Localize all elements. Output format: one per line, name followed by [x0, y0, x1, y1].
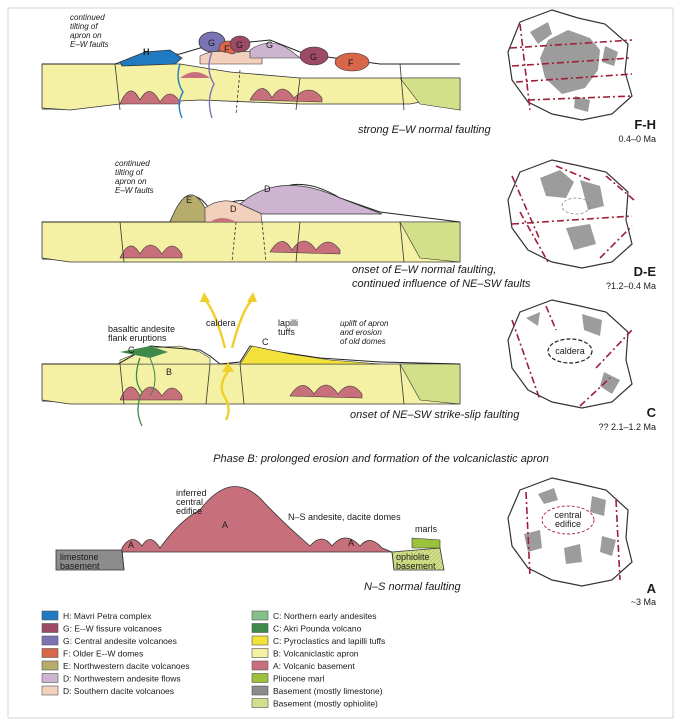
- unit-label: D: [230, 204, 237, 214]
- legend-label: E: Northwestern dacite volcanoes: [63, 661, 190, 671]
- map-a: central edifice: [508, 478, 632, 586]
- note-line: and erosion: [340, 328, 382, 337]
- legend-label: H: Mavri Petra complex: [63, 611, 152, 621]
- panel-code: A: [647, 581, 657, 596]
- note-line: of old domes: [340, 337, 386, 346]
- legend-swatch: [42, 649, 58, 658]
- legend-label: B: Volcaniclastic apron: [273, 649, 359, 659]
- panel-age: 0.4–0 Ma: [618, 134, 656, 144]
- legend-swatch: [42, 674, 58, 683]
- unit-label: E: [186, 195, 192, 205]
- legend-label: D: Southern dacite volcanoes: [63, 686, 174, 696]
- map-caldera-label: caldera: [555, 346, 585, 356]
- legend-swatch: [42, 624, 58, 633]
- note-line: edifice: [176, 506, 202, 516]
- legend-label: G: E--W fissure volcanoes: [63, 624, 162, 634]
- panel-caption: onset of E–W normal faulting,: [352, 264, 496, 276]
- legend-label: C: Akri Pounda volcano: [273, 624, 362, 634]
- legend-label: D: Northwestern andesite flows: [63, 674, 181, 684]
- legend-swatch: [252, 611, 268, 620]
- note-line: continued: [115, 159, 150, 168]
- unit-label: G: [310, 52, 317, 62]
- phase-b-caption: Phase B: prolonged erosion and formation…: [213, 453, 549, 465]
- legend: H: Mavri Petra complex G: E--W fissure vo…: [42, 611, 385, 709]
- panel-caption: strong E–W normal faulting: [358, 124, 492, 136]
- panel-c: C B C caldera basaltic andesite flank er…: [42, 292, 657, 432]
- map-c: caldera: [508, 300, 632, 408]
- legend-swatch: [252, 649, 268, 658]
- panel-a: A A A inferred central edifice N–S andes…: [56, 478, 657, 607]
- legend-swatch: [42, 686, 58, 695]
- marls-note: marls: [415, 524, 437, 534]
- panel-age: ?? 2.1–1.2 Ma: [598, 422, 656, 432]
- legend-swatch: [252, 661, 268, 670]
- panel-de: E D D continued tilting of apron on E–W …: [42, 159, 656, 291]
- unit-label: F: [348, 58, 354, 68]
- legend-label: Basement (mostly ophiolite): [273, 699, 378, 709]
- legend-swatch: [252, 674, 268, 683]
- unit-label: D: [264, 184, 271, 194]
- section-a: A A A inferred central edifice N–S andes…: [56, 486, 444, 571]
- section-de: E D D continued tilting of apron on E–W …: [42, 159, 460, 262]
- legend-label: G: Central andesite volcanoes: [63, 636, 177, 646]
- panel-code: D-E: [634, 264, 657, 279]
- panel-caption: N–S normal faulting: [364, 581, 461, 593]
- legend-swatch: [42, 636, 58, 645]
- panel-caption: continued influence of NE–SW faults: [352, 278, 531, 290]
- panel-code: F-H: [634, 117, 656, 132]
- legend-swatch: [252, 636, 268, 645]
- panel-age: ?1.2–0.4 Ma: [606, 281, 656, 291]
- map-edifice-label: edifice: [555, 519, 581, 529]
- unit-label: G: [266, 40, 273, 50]
- note-line: flank eruptions: [108, 333, 167, 343]
- unit-label: A: [222, 520, 228, 530]
- legend-label: C: Northern early andesites: [273, 611, 376, 621]
- ophiolite-label: basement: [396, 561, 436, 571]
- note-line: apron on: [115, 177, 147, 186]
- note-line: E–W faults: [70, 40, 109, 49]
- panel-code: C: [647, 405, 657, 420]
- legend-swatch: [42, 661, 58, 670]
- note-line: uplift of apron: [340, 319, 389, 328]
- note-line: apron on: [70, 31, 102, 40]
- panel-caption: onset of NE–SW strike-slip faulting: [350, 409, 520, 421]
- legend-swatch: [252, 686, 268, 695]
- unit-label: A: [128, 540, 134, 550]
- unit-label: G: [208, 38, 215, 48]
- unit-label: F: [224, 44, 230, 54]
- section-c: C B C caldera basaltic andesite flank er…: [42, 292, 460, 426]
- legend-swatch: [42, 611, 58, 620]
- section-fh: H G G F G G F continued tilting of apron…: [42, 13, 460, 118]
- unit-label: C: [262, 337, 269, 347]
- legend-label: Basement (mostly limestone): [273, 686, 383, 696]
- note-line: continued: [70, 13, 105, 22]
- limestone-label: basement: [60, 561, 100, 571]
- note-line: tuffs: [278, 327, 295, 337]
- legend-label: C: Pyroclastics and lapilli tuffs: [273, 636, 385, 646]
- caldera-label: caldera: [206, 318, 236, 328]
- legend-label: A: Volcanic basement: [273, 661, 355, 671]
- map-fh: [508, 10, 632, 120]
- note-line: tilting of: [115, 168, 143, 177]
- legend-swatch: [252, 699, 268, 708]
- unit-label: C: [128, 345, 135, 355]
- unit-label: B: [166, 367, 172, 377]
- unit-label: A: [348, 538, 354, 548]
- unit-label: H: [143, 47, 150, 57]
- legend-label: Pliocene marl: [273, 674, 325, 684]
- legend-label: F: Older E--W domes: [63, 649, 143, 659]
- panel-age: ~3 Ma: [631, 597, 656, 607]
- legend-swatch: [252, 624, 268, 633]
- note-line: tilting of: [70, 22, 98, 31]
- panel-fh: H G G F G G F continued tilting of apron…: [42, 10, 656, 144]
- unit-label: G: [236, 40, 243, 50]
- domes-note: N–S andesite, dacite domes: [288, 512, 401, 522]
- map-de: [508, 160, 634, 268]
- note-line: E–W faults: [115, 186, 154, 195]
